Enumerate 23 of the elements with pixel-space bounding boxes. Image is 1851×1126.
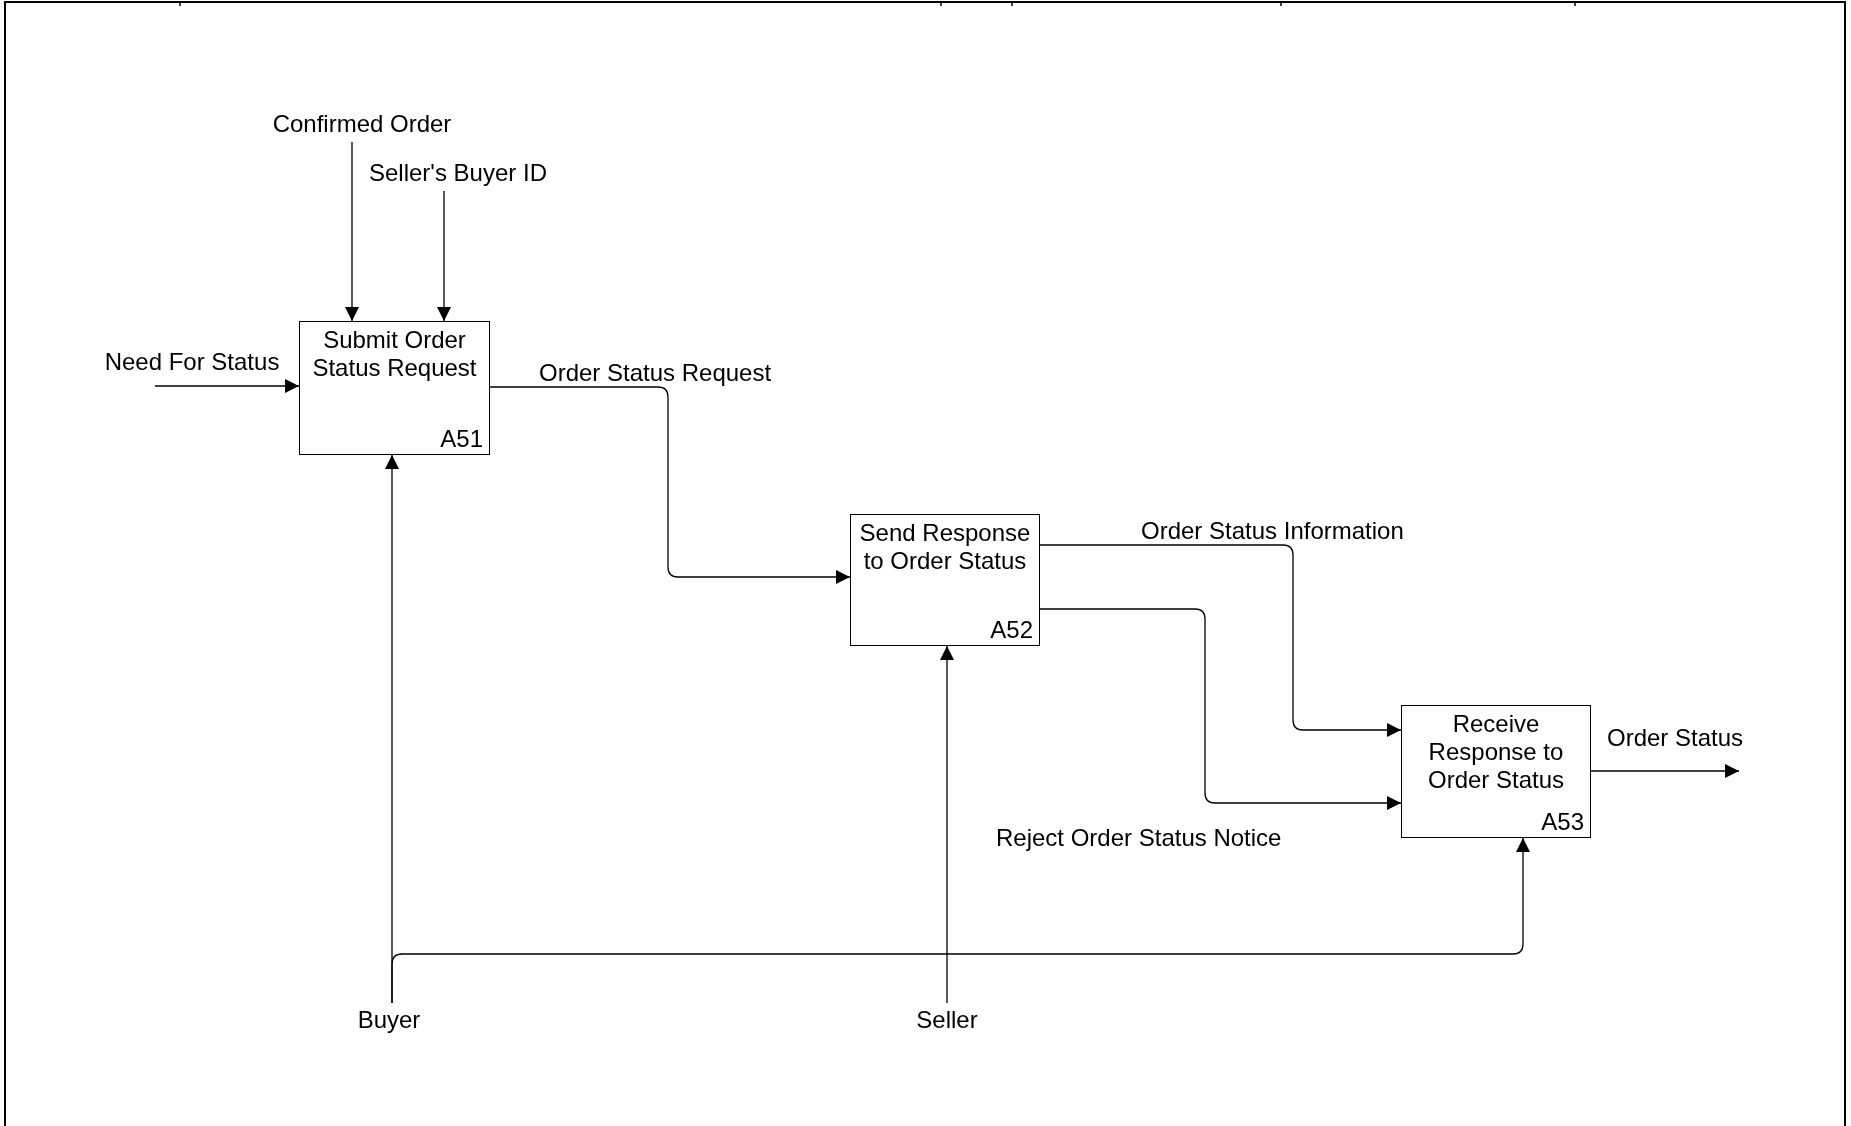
activity-number: A51 — [440, 426, 483, 452]
arrow — [154, 379, 300, 393]
arrow — [1590, 764, 1740, 778]
arrow — [345, 141, 359, 322]
activity-number: A53 — [1541, 809, 1584, 835]
arrow — [940, 645, 954, 1004]
arrow-label: Need For Status — [104, 349, 280, 375]
activity-name: Submit Order Status Request — [311, 326, 478, 382]
arrow-label: Seller — [916, 1007, 978, 1033]
activity-number: A52 — [990, 617, 1033, 643]
arrow-label: Confirmed Order — [272, 111, 452, 137]
arrow-label: Buyer — [357, 1007, 421, 1033]
arrow — [1039, 608, 1402, 810]
activity-box — [850, 514, 1040, 646]
activity-name: Send Response to Order Status — [859, 519, 1031, 575]
arrow — [391, 837, 1530, 1004]
arrow — [437, 190, 451, 322]
activity-box — [1401, 705, 1591, 838]
arrow — [1039, 544, 1402, 737]
arrow — [489, 386, 851, 584]
arrow-label: Seller's Buyer ID — [369, 160, 547, 186]
activity-box — [299, 321, 490, 455]
activity-name: Receive Response to Order Status — [1426, 710, 1566, 794]
